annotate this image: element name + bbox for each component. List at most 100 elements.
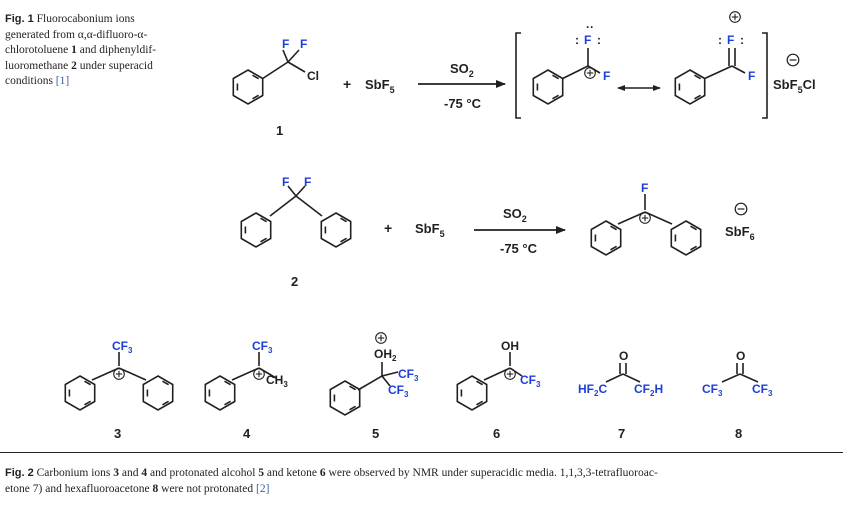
compound-ref: 5: [258, 467, 265, 479]
fluorocarbenium-resonance-b: F : : F: [674, 11, 755, 105]
caption-text: and diphenyldif-: [79, 44, 157, 56]
caption-divider: [0, 452, 843, 453]
compound-8-structure: O CF3 CF3: [702, 349, 773, 398]
benzene-ring: [232, 69, 264, 105]
caption-text: and ketone: [266, 467, 318, 479]
oxygen-label: O: [736, 349, 745, 363]
benzene-ring: [590, 220, 622, 256]
cf3-label: CF3: [112, 339, 133, 355]
figure-2-caption: Fig. 2 Carbonium ions 3 and 4 and proton…: [5, 466, 840, 497]
caption-text: Fluorocabonium ions: [36, 13, 135, 25]
cf3-label: CF3: [252, 339, 273, 355]
diphenylfluorocarbenium-structure: F: [590, 181, 702, 256]
fluorine-label: F: [300, 37, 307, 51]
caption-text: Carbonium ions: [36, 467, 111, 479]
caption-text: luoromethane: [5, 59, 69, 72]
reaction-scheme: F F Cl 1 + SbF5 SO2 -75 °C F : : ·· F F …: [64, 11, 816, 441]
temperature-label: -75 °C: [444, 96, 482, 111]
fluorocarbenium-resonance-a: F : : ·· F: [532, 20, 610, 105]
cf3-label: CF3: [702, 382, 723, 398]
compound-number: 8: [735, 426, 742, 441]
left-bracket: [515, 32, 521, 119]
compound-5-structure: OH2 CF3 CF3: [329, 332, 419, 416]
compound-ref: 6: [319, 467, 326, 479]
fluorine-label: F: [727, 33, 734, 47]
caption-text: conditions: [5, 75, 53, 87]
compound-ref: 1: [71, 44, 77, 56]
negative-charge: [786, 53, 800, 67]
compound-number: 4: [243, 426, 251, 441]
counterion-sbf5cl: SbF5Cl: [773, 77, 816, 95]
lone-pair: :: [575, 33, 579, 47]
oxygen-label: O: [619, 349, 628, 363]
figure-1-label: Fig. 1: [5, 13, 34, 25]
right-bracket: [762, 32, 768, 119]
caption-text: and protonated alcohol: [150, 467, 256, 479]
chlorine-label: Cl: [307, 69, 319, 83]
compound-number: 7: [618, 426, 625, 441]
citation-link[interactable]: [2]: [255, 482, 270, 495]
counterion-sbf6: SbF6: [725, 224, 755, 242]
compound-4-structure: CF3 CH3: [204, 339, 288, 411]
oh-label: OH: [501, 339, 519, 353]
benzene-ring: [320, 212, 352, 248]
lone-pair: :: [597, 33, 601, 47]
hf2c-label: HF2C: [578, 382, 607, 398]
caption-text: were observed by NMR under superacidic m…: [328, 467, 658, 479]
plus-sign: +: [384, 220, 392, 236]
compound-ref: 3: [113, 467, 120, 479]
fluorine-label: F: [282, 37, 289, 51]
benzene-ring: [674, 69, 706, 105]
benzene-ring: [64, 375, 96, 411]
lone-pair: :: [718, 33, 722, 47]
fluorine-label: F: [282, 175, 289, 189]
compound-7-structure: O HF2C CF2H: [578, 349, 663, 398]
caption-text: under superacid: [79, 59, 153, 72]
reagent-sbf5: SbF5: [415, 221, 445, 239]
compound-3-structure: CF3: [64, 339, 174, 411]
solvent-so2: SO2: [450, 61, 474, 79]
benzene-ring: [456, 375, 488, 411]
compound-1-structure: F F Cl: [232, 37, 319, 105]
compound-2-structure: F F: [240, 175, 352, 248]
caption-text: and: [121, 467, 139, 479]
cf3-label: CF3: [752, 382, 773, 398]
oh2-label: OH2: [374, 347, 397, 363]
temperature-label: -75 °C: [500, 241, 538, 256]
cf3-label: CF3: [520, 373, 541, 389]
fluorine-label: F: [641, 181, 648, 195]
compound-number: 5: [372, 426, 379, 441]
benzene-ring: [142, 375, 174, 411]
compound-6-structure: OH CF3: [456, 339, 541, 411]
fluorine-label: F: [603, 69, 610, 83]
benzene-ring: [329, 380, 361, 416]
caption-text: were not protonated: [161, 482, 254, 495]
caption-text: chlorotoluene: [5, 44, 69, 56]
compound-number: 3: [114, 426, 121, 441]
benzene-ring: [532, 69, 564, 105]
figure-2-label: Fig. 2: [5, 467, 34, 479]
cf3-label: CF3: [388, 383, 409, 399]
benzene-ring: [240, 212, 272, 248]
compound-number: 6: [493, 426, 500, 441]
compound-number: 1: [276, 123, 283, 138]
compound-ref: 4: [141, 467, 148, 479]
fluorine-label: F: [304, 175, 311, 189]
negative-charge: [734, 202, 748, 216]
benzene-ring: [204, 375, 236, 411]
cf2h-label: CF2H: [634, 382, 663, 398]
reagent-sbf5: SbF5: [365, 77, 395, 95]
lone-pair: :: [740, 33, 744, 47]
compound-number: 2: [291, 274, 298, 289]
plus-sign: +: [343, 76, 351, 92]
compound-ref: 2: [71, 59, 77, 72]
ch3-label: CH3: [266, 373, 288, 389]
solvent-so2: SO2: [503, 206, 527, 224]
citation-link[interactable]: [1]: [55, 75, 70, 87]
lone-pair: ··: [586, 20, 594, 34]
caption-text: etone 7) and hexafluoroacetone: [5, 482, 150, 495]
fluorine-label: F: [748, 69, 755, 83]
benzene-ring: [670, 220, 702, 256]
caption-text: generated from α,α-difluoro-α-: [5, 28, 148, 41]
cf3-label: CF3: [398, 367, 419, 383]
